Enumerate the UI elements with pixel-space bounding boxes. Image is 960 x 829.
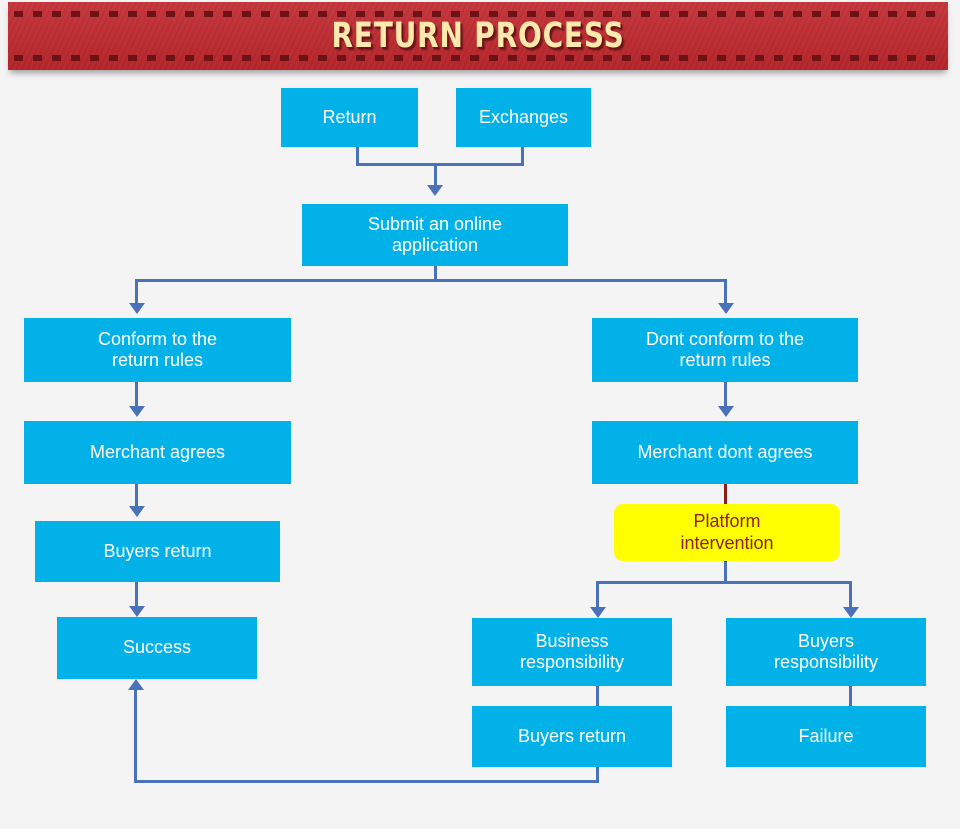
connector-return-down [356,147,359,166]
title-banner: RETURN PROCESS [8,2,948,70]
connector-split-horizontal [135,279,727,282]
node-business-responsibility[interactable]: Business responsibility [472,618,672,686]
node-buyers-responsibility[interactable]: Buyers responsibility [726,618,926,686]
arrow-into-buyers-return-left [129,506,145,517]
connector-platform-down [724,562,727,584]
connector-split-left-down [135,279,138,304]
page-title: RETURN PROCESS [331,16,625,56]
connector-conform-to-merchant [135,382,138,408]
connector-bottom-split-right-down [849,581,852,608]
arrow-into-conform [129,303,145,314]
node-conform-to-return-rules[interactable]: Conform to the return rules [24,318,291,382]
connector-dontconform-to-merchantdont [724,382,727,408]
connector-submit-down [434,265,437,282]
connector-exchanges-down [521,147,524,166]
node-buyers-return-right[interactable]: Buyers return [472,706,672,767]
node-success[interactable]: Success [57,617,257,679]
arrow-loop-into-success [128,679,144,690]
connector-buyers-to-success [135,582,138,609]
connector-buyersresp-to-failure [849,686,852,707]
arrow-into-business-responsibility [590,607,606,618]
arrow-into-submit [427,185,443,196]
banner-stitch-top [14,11,942,17]
node-merchant-agrees[interactable]: Merchant agrees [24,421,291,484]
node-exchanges[interactable]: Exchanges [456,88,591,147]
arrow-into-merchant-agrees [129,406,145,417]
connector-loop-horizontal [134,780,599,783]
node-merchant-dont-agrees[interactable]: Merchant dont agrees [592,421,858,484]
arrow-into-success [129,606,145,617]
connector-merchant-to-buyers [135,484,138,509]
node-dont-conform-to-return-rules[interactable]: Dont conform to the return rules [592,318,858,382]
connector-loop-down [596,766,599,783]
banner-stitch-bottom [14,55,942,61]
arrow-into-merchant-dont-agrees [718,406,734,417]
connector-loop-up [134,690,137,782]
node-submit-application[interactable]: Submit an online application [302,204,568,266]
connector-bottom-split-left-down [596,581,599,608]
connector-merge-horizontal [356,163,524,166]
arrow-into-dont-conform [718,303,734,314]
connector-merge-to-submit [434,163,437,186]
arrow-into-buyers-responsibility [843,607,859,618]
connector-bottom-split-horizontal [596,581,852,584]
connector-business-to-buyersreturn [596,686,599,707]
connector-split-right-down [724,279,727,304]
node-platform-intervention[interactable]: Platform intervention [614,504,840,561]
node-buyers-return-left[interactable]: Buyers return [35,521,280,582]
node-return[interactable]: Return [281,88,418,147]
node-failure[interactable]: Failure [726,706,926,767]
